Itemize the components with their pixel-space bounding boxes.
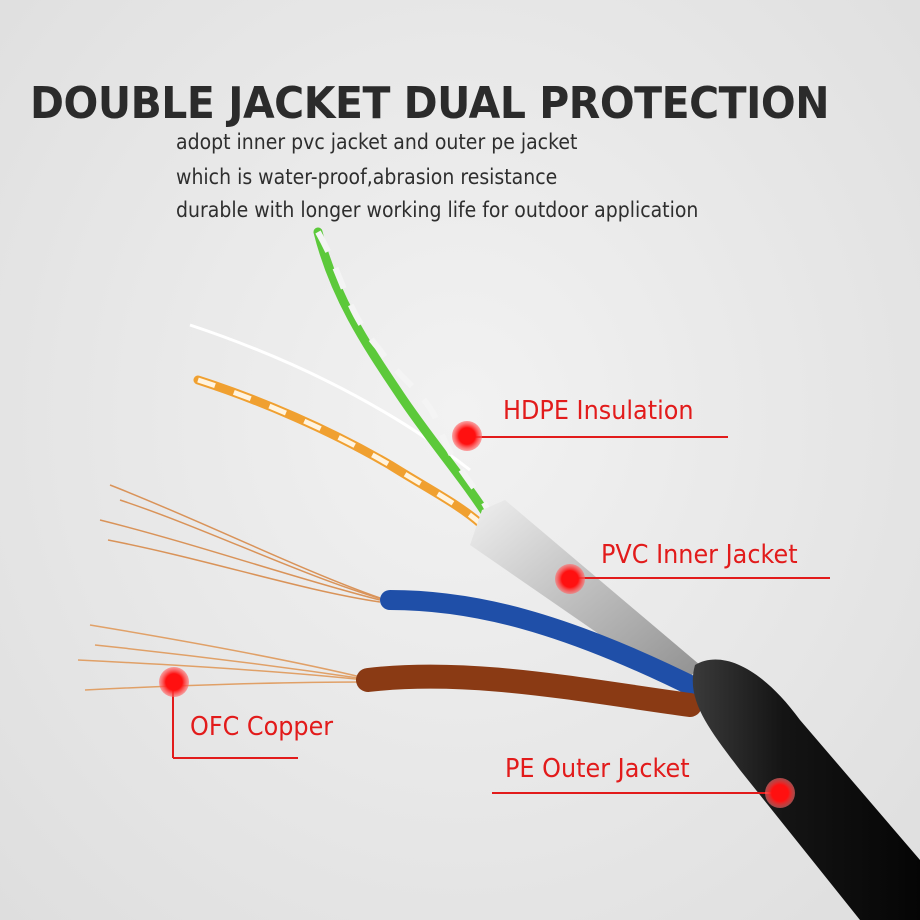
pe-marker — [765, 778, 795, 808]
inner-jacket — [470, 500, 700, 690]
copper-strands-lower — [77, 624, 366, 691]
page-title: DOUBLE JACKET DUAL PROTECTION — [30, 78, 829, 129]
blue-wire — [380, 590, 710, 700]
ofc-marker — [159, 667, 189, 697]
callout-hdpe-insulation: HDPE Insulation — [503, 396, 694, 426]
subtitle-line-3: durable with longer working life for out… — [176, 198, 699, 222]
outer-jacket — [692, 659, 920, 920]
pvc-marker — [555, 564, 585, 594]
callout-pvc-inner-jacket: PVC Inner Jacket — [601, 540, 798, 570]
callout-pe-outer-jacket: PE Outer Jacket — [505, 754, 690, 784]
callout-ofc-copper: OFC Copper — [190, 712, 334, 742]
green-wire — [313, 227, 495, 525]
hdpe-marker — [452, 421, 482, 451]
white-wire — [189, 323, 471, 472]
copper-strands-upper — [99, 484, 386, 603]
subtitle-line-2: which is water-proof,abrasion resistance — [176, 165, 558, 189]
subtitle-line-1: adopt inner pvc jacket and outer pe jack… — [176, 130, 578, 154]
brown-wire — [356, 664, 702, 717]
